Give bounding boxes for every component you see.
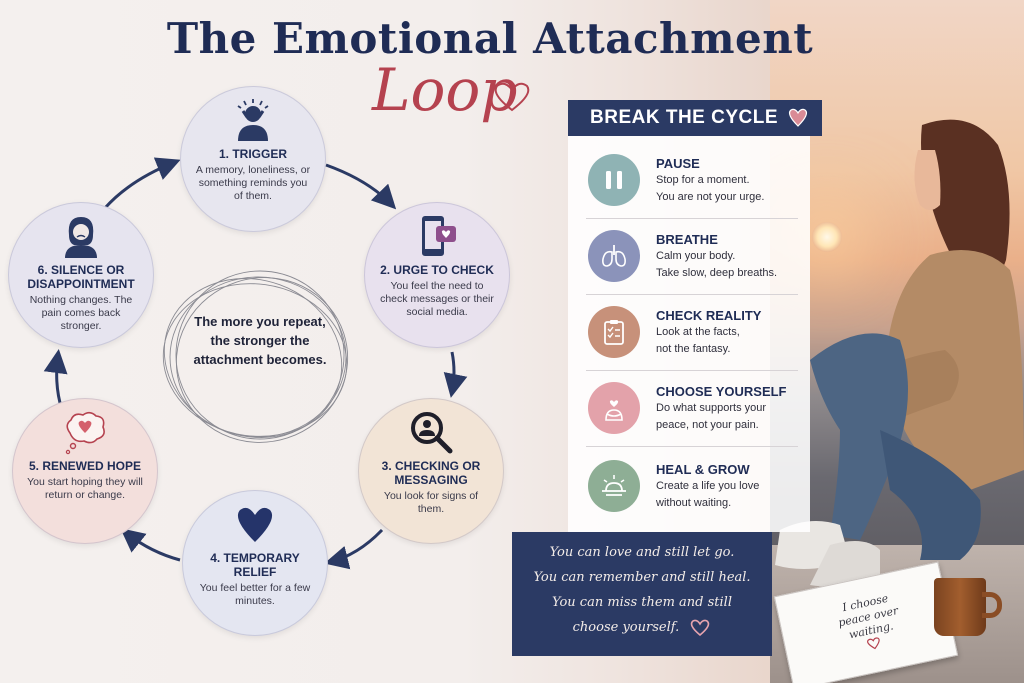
quote-line4-row: choose yourself. <box>512 615 772 640</box>
heart-outline-icon <box>788 108 808 127</box>
loop-node-relief: 4. TEMPORARY RELIEF You feel better for … <box>182 490 328 636</box>
node-title: 6. SILENCE OR DISAPPOINTMENT <box>27 263 135 291</box>
loop-node-checking: 3. CHECKING OR MESSAGING You look for si… <box>358 398 504 544</box>
sunrise-icon <box>602 475 626 496</box>
node-desc: You feel better for a few minutes. <box>199 582 311 607</box>
node-desc: You feel the need to check messages or t… <box>380 280 494 318</box>
node-desc: You start hoping they will return or cha… <box>27 476 143 501</box>
quote-box: You can love and still let go. You can r… <box>512 532 772 656</box>
heart-outline-icon <box>691 619 710 636</box>
break-cycle-heading: BREAK THE CYCLE <box>590 107 779 128</box>
node-title: 4. TEMPORARY RELIEF <box>210 551 300 579</box>
sitting-woman-illustration <box>775 119 1024 587</box>
step-check-reality: CHECK REALITY Look at the facts, not the… <box>568 294 810 370</box>
node-desc: You look for signs of them. <box>383 490 479 515</box>
step-line1: Create a life you love <box>656 479 760 492</box>
step-title: CHOOSE YOURSELF <box>656 383 787 399</box>
divider <box>586 370 798 371</box>
stressed-person-icon <box>237 99 269 141</box>
step-icon-circle <box>588 382 640 434</box>
page-title: The Emotional Attachment <box>166 14 814 63</box>
step-pause: PAUSE Stop for a moment. You are not you… <box>568 142 810 218</box>
node-desc: A memory, loneliness, or something remin… <box>195 164 311 202</box>
quote-line2: You can remember and still heal. <box>533 570 751 585</box>
photo-scene <box>770 0 1024 683</box>
divider <box>586 218 798 219</box>
quote-line1: You can love and still let go. <box>549 545 735 560</box>
step-icon-circle <box>588 230 640 282</box>
node-title: 1. TRIGGER <box>218 147 287 161</box>
quote-line4: choose yourself. <box>572 620 680 635</box>
center-message: The more you repeat, the stronger the at… <box>193 314 327 367</box>
step-title: BREATHE <box>656 231 718 247</box>
lungs-icon <box>602 245 626 267</box>
node-title: 5. RENEWED HOPE <box>28 459 142 473</box>
heart-icon <box>237 507 273 542</box>
step-choose-yourself: CHOOSE YOURSELF Do what supports your pe… <box>568 370 810 446</box>
step-title: CHECK REALITY <box>656 307 762 323</box>
loop-node-trigger: 1. TRIGGER A memory, loneliness, or some… <box>180 86 326 232</box>
step-icon-circle <box>588 460 640 512</box>
step-icon-circle <box>588 306 640 358</box>
step-title: PAUSE <box>656 155 700 171</box>
node-desc: Nothing changes. The pain comes back str… <box>29 294 133 332</box>
step-line2: without waiting. <box>656 496 732 509</box>
step-line2: You are not your urge. <box>656 190 765 203</box>
loop-node-silence: 6. SILENCE OR DISAPPOINTMENT Nothing cha… <box>8 202 154 348</box>
step-title: HEAL & GROW <box>656 461 750 477</box>
pause-icon <box>606 171 622 189</box>
divider <box>586 294 798 295</box>
step-icon-circle <box>588 154 640 206</box>
step-line1: Stop for a moment. <box>656 173 750 186</box>
step-line2: not the fantasy. <box>656 342 731 355</box>
step-line2: peace, not your pain. <box>656 418 759 431</box>
loop-node-hope: 5. RENEWED HOPE You start hoping they wi… <box>12 398 158 544</box>
quote-line3: You can miss them and still <box>552 595 732 610</box>
page-subtitle: Loop <box>372 56 518 124</box>
step-heal-grow: HEAL & GROW Create a life you love witho… <box>568 448 810 524</box>
magnifier-person-icon <box>411 412 453 454</box>
small-heart-icon <box>867 637 880 650</box>
break-cycle-panel: PAUSE Stop for a moment. You are not you… <box>568 136 810 532</box>
divider <box>586 446 798 447</box>
break-cycle-header: BREAK THE CYCLE <box>568 100 822 136</box>
sunset-sun <box>812 222 842 252</box>
coffee-mug <box>934 578 986 636</box>
phone-heart-icon <box>422 216 456 256</box>
coffee-mug-handle <box>982 592 1002 618</box>
node-title: 3. CHECKING OR MESSAGING <box>381 459 481 487</box>
notebook-text: I choose peace over waiting. <box>817 587 923 664</box>
step-line1: Do what supports your <box>656 401 767 414</box>
step-line1: Look at the facts, <box>656 325 740 338</box>
step-breathe: BREATHE Calm your body. Take slow, deep … <box>568 218 810 294</box>
step-line2: Take slow, deep breaths. <box>656 266 778 279</box>
node-title: 2. URGE TO CHECK <box>380 263 494 277</box>
clipboard-icon <box>604 320 624 345</box>
thought-heart-icon <box>65 411 105 455</box>
loop-node-urge: 2. URGE TO CHECK You feel the need to ch… <box>364 202 510 348</box>
self-hug-icon <box>605 400 623 421</box>
sad-person-icon <box>65 217 97 258</box>
step-line1: Calm your body. <box>656 249 736 262</box>
